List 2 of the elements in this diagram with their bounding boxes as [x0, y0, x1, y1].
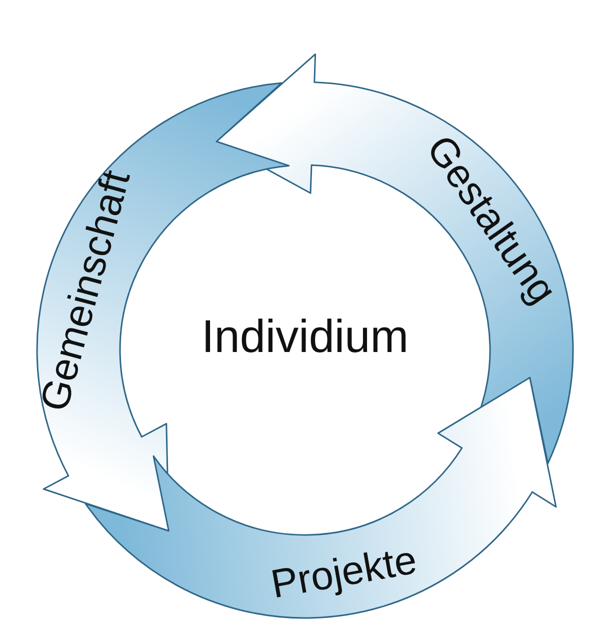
- arrow-label: Projekte: [268, 538, 420, 608]
- center-label: Individium: [201, 309, 409, 363]
